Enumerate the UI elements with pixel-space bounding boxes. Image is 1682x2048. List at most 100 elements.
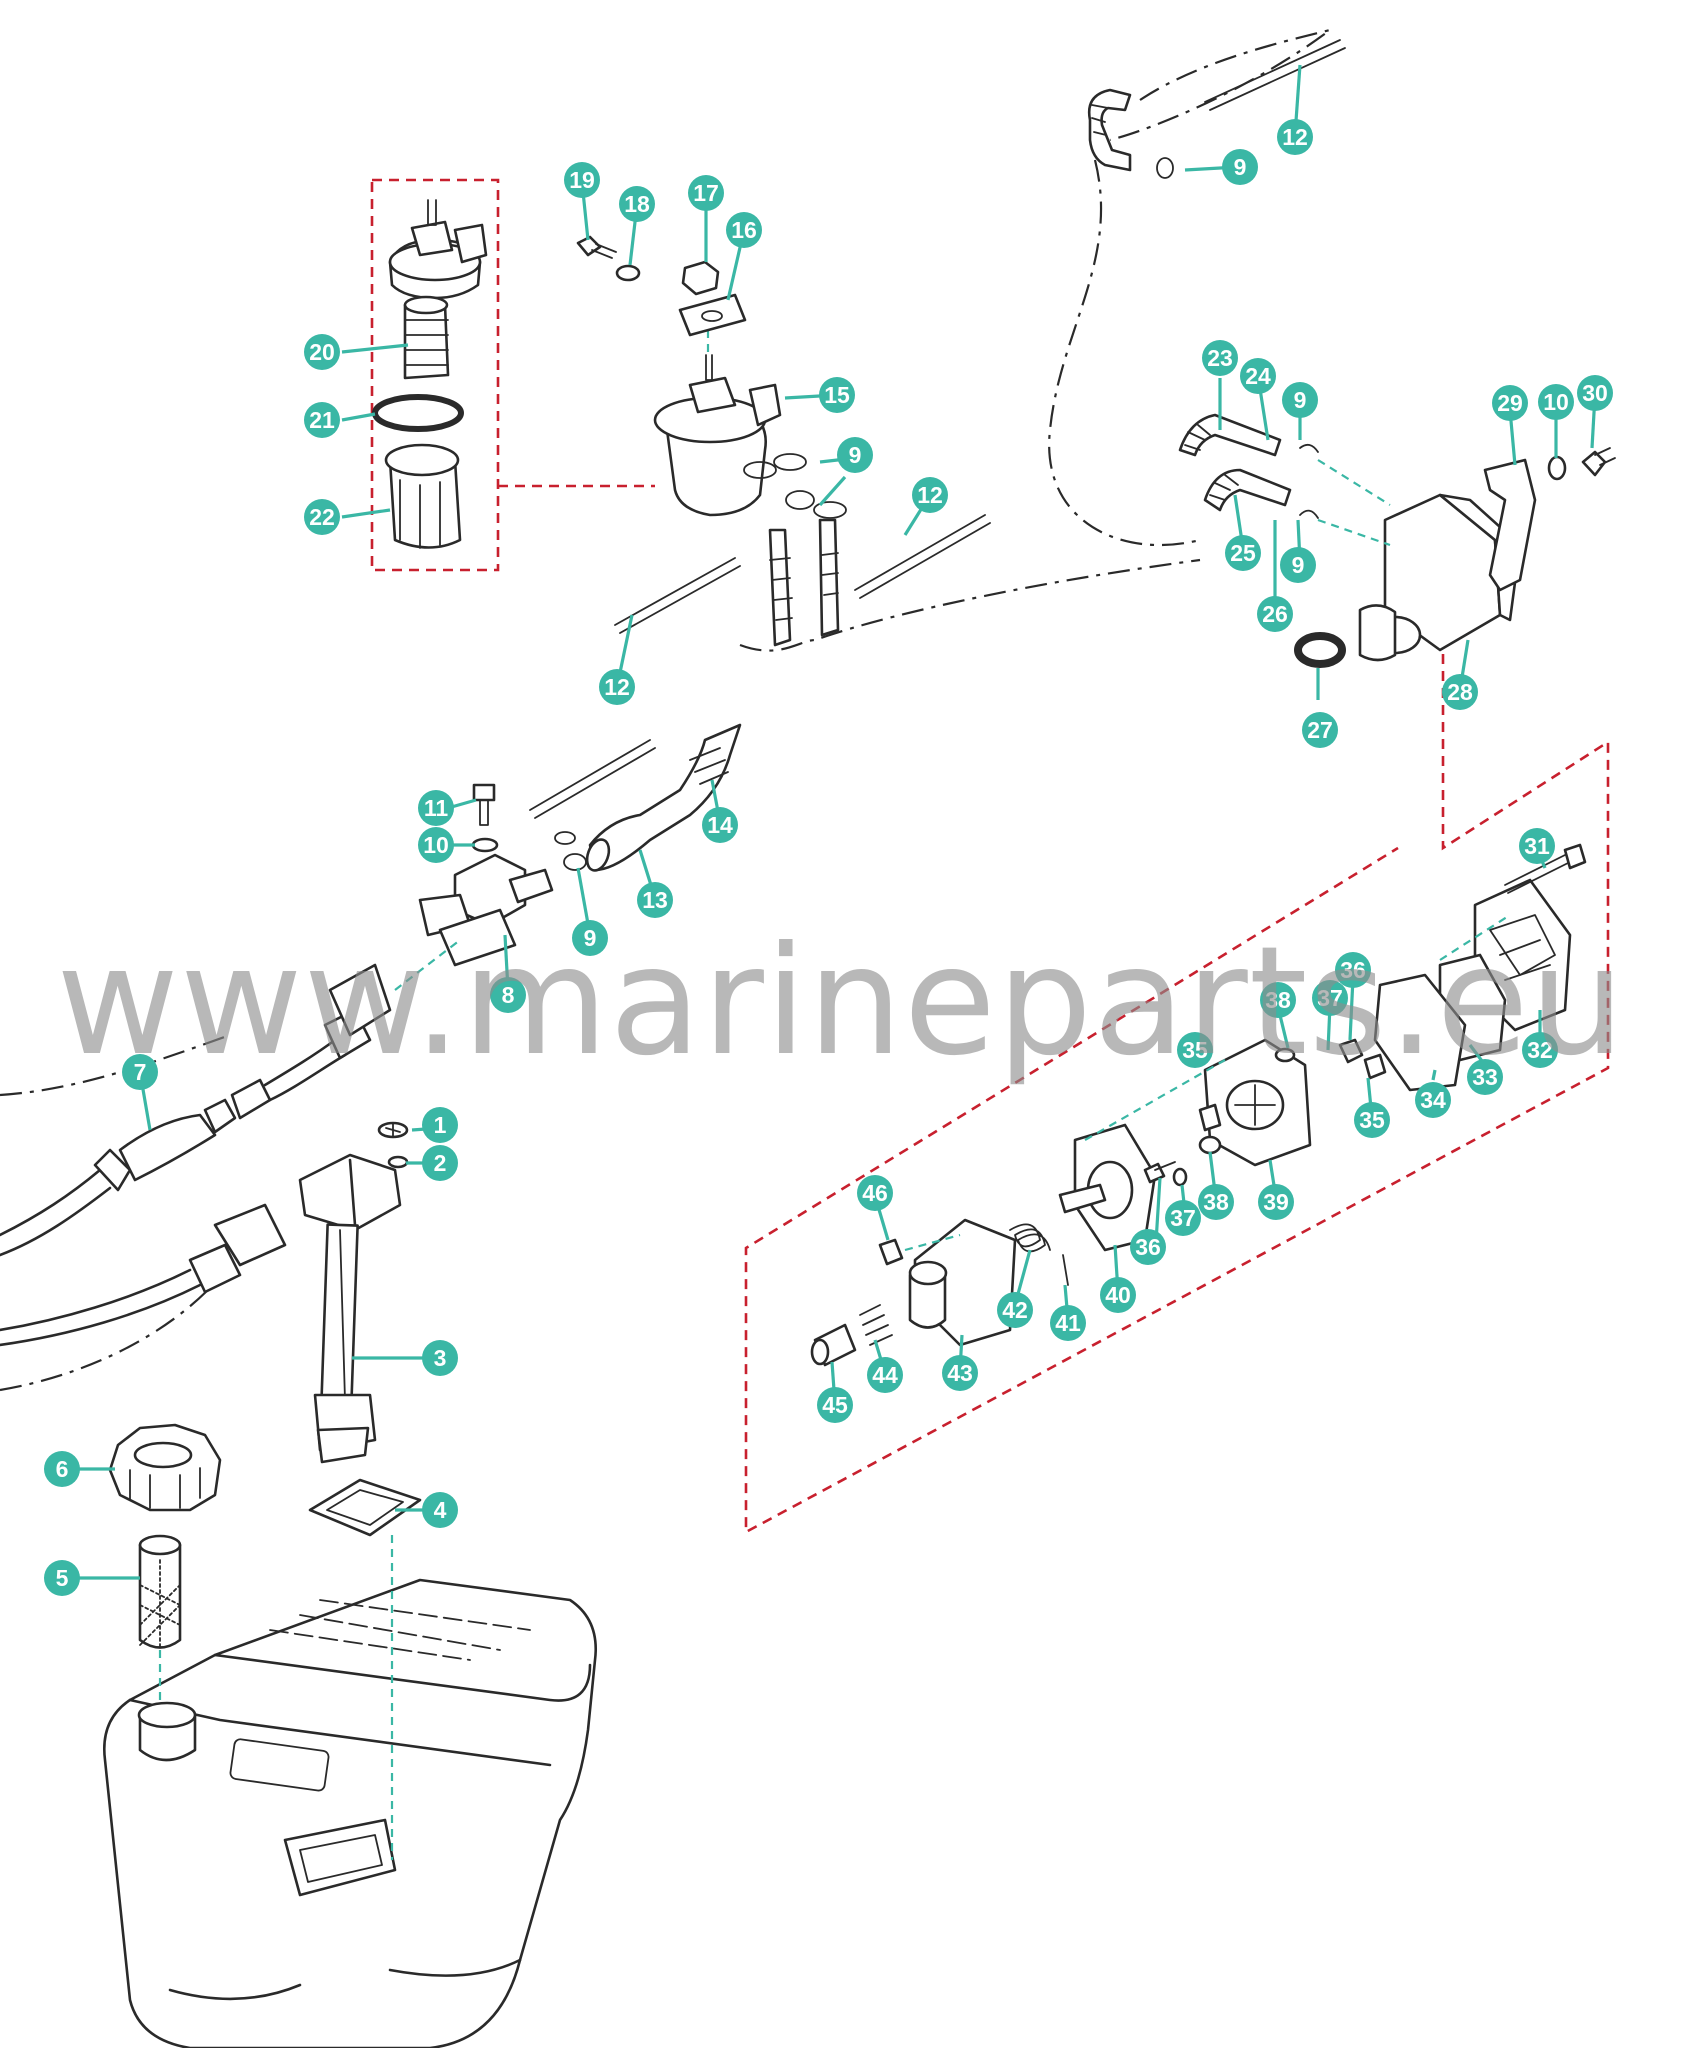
callout-35-right[interactable]: 35 — [1354, 1102, 1390, 1138]
svg-text:46: 46 — [862, 1180, 888, 1206]
callout-44[interactable]: 44 — [867, 1357, 903, 1393]
callout-37-left[interactable]: 37 — [1165, 1200, 1201, 1236]
svg-text:41: 41 — [1055, 1310, 1081, 1336]
callout-19[interactable]: 19 — [564, 162, 600, 198]
callout-35-left[interactable]: 35 — [1177, 1032, 1213, 1068]
svg-text:23: 23 — [1207, 345, 1233, 371]
callout-16[interactable]: 16 — [726, 212, 762, 248]
callout-1[interactable]: 1 — [422, 1107, 458, 1143]
primer-hose — [0, 963, 392, 1257]
callout-24[interactable]: 24 — [1240, 358, 1276, 394]
callout-8[interactable]: 8 — [490, 977, 526, 1013]
screw-36 — [1143, 1161, 1176, 1184]
pump-base-43 — [908, 1218, 1017, 1347]
callout-30[interactable]: 30 — [1577, 375, 1613, 411]
callout-13[interactable]: 13 — [637, 882, 673, 918]
svg-text:18: 18 — [624, 191, 650, 217]
svg-text:27: 27 — [1307, 717, 1333, 743]
callout-14[interactable]: 14 — [702, 807, 738, 843]
callout-9-pump-upper[interactable]: 9 — [1282, 382, 1318, 418]
bracket-29 — [1483, 458, 1537, 592]
callout-18[interactable]: 18 — [619, 186, 655, 222]
gasket-34 — [1373, 914, 1511, 1092]
svg-text:12: 12 — [917, 482, 943, 508]
callout-29[interactable]: 29 — [1492, 385, 1528, 421]
callout-12-center[interactable]: 12 — [912, 477, 948, 513]
callout-46[interactable]: 46 — [857, 1175, 893, 1211]
callout-22[interactable]: 22 — [304, 499, 340, 535]
cable-tie-center — [854, 514, 991, 599]
fuel-tank — [103, 1578, 597, 2048]
callout-39[interactable]: 39 — [1258, 1184, 1294, 1220]
svg-text:34: 34 — [1420, 1087, 1446, 1113]
callout-27[interactable]: 27 — [1302, 712, 1338, 748]
svg-text:44: 44 — [872, 1362, 898, 1388]
callout-36-right[interactable]: 36 — [1335, 952, 1371, 988]
svg-text:9: 9 — [1294, 387, 1307, 413]
fuel-pickup — [298, 1153, 402, 1464]
svg-text:36: 36 — [1340, 957, 1366, 983]
callout-31[interactable]: 31 — [1519, 828, 1555, 864]
callout-28[interactable]: 28 — [1442, 674, 1478, 710]
washer-10-right — [1547, 455, 1567, 481]
callout-2[interactable]: 2 — [422, 1145, 458, 1181]
svg-text:15: 15 — [824, 382, 850, 408]
bracket-16 — [678, 293, 747, 337]
callout-9-top[interactable]: 9 — [1222, 149, 1258, 185]
callout-12-top[interactable]: 12 — [1277, 119, 1313, 155]
callout-9-filter[interactable]: 9 — [837, 437, 873, 473]
svg-text:25: 25 — [1230, 540, 1256, 566]
callout-10-pump[interactable]: 10 — [1538, 384, 1574, 420]
svg-text:43: 43 — [947, 1360, 973, 1386]
callout-17[interactable]: 17 — [688, 175, 724, 211]
svg-text:36: 36 — [1135, 1234, 1161, 1260]
callout-45[interactable]: 45 — [817, 1387, 853, 1423]
filter-hoses — [768, 518, 840, 647]
callout-11[interactable]: 11 — [418, 790, 454, 826]
svg-text:6: 6 — [56, 1456, 69, 1482]
svg-text:35: 35 — [1182, 1037, 1208, 1063]
callout-21[interactable]: 21 — [304, 402, 340, 438]
callout-40[interactable]: 40 — [1100, 1277, 1136, 1313]
callout-23[interactable]: 23 — [1202, 340, 1238, 376]
svg-text:39: 39 — [1263, 1189, 1289, 1215]
callout-38-left[interactable]: 38 — [1198, 1184, 1234, 1220]
callout-38-right[interactable]: 38 — [1260, 982, 1296, 1018]
callout-37-right[interactable]: 37 — [1312, 980, 1348, 1016]
svg-text:45: 45 — [822, 1392, 848, 1418]
callout-36-left[interactable]: 36 — [1130, 1229, 1166, 1265]
callout-9-pump-lower[interactable]: 9 — [1280, 547, 1316, 583]
callout-32[interactable]: 32 — [1522, 1032, 1558, 1068]
valves-35-38 — [1172, 1038, 1387, 1187]
callout-9-connector[interactable]: 9 — [572, 920, 608, 956]
svg-text:30: 30 — [1582, 380, 1608, 406]
callout-4[interactable]: 4 — [422, 1492, 458, 1528]
bolt-11 — [471, 783, 587, 871]
callout-33[interactable]: 33 — [1467, 1059, 1503, 1095]
callout-20[interactable]: 20 — [304, 334, 340, 370]
guide-lines-pump-kit — [904, 1059, 1226, 1252]
svg-text:13: 13 — [642, 887, 668, 913]
callout-42[interactable]: 42 — [997, 1292, 1033, 1328]
callout-12-left[interactable]: 12 — [599, 669, 635, 705]
callout-10-connector[interactable]: 10 — [418, 827, 454, 863]
svg-text:12: 12 — [604, 674, 630, 700]
svg-text:37: 37 — [1170, 1205, 1196, 1231]
callout-15[interactable]: 15 — [819, 377, 855, 413]
svg-text:24: 24 — [1245, 363, 1271, 389]
callout-6[interactable]: 6 — [44, 1451, 80, 1487]
pin-41 — [1062, 1254, 1069, 1286]
callout-43[interactable]: 43 — [942, 1355, 978, 1391]
callout-3[interactable]: 3 — [422, 1340, 458, 1376]
svg-text:3: 3 — [434, 1345, 447, 1371]
bolt-31 — [1504, 843, 1587, 894]
callout-5[interactable]: 5 — [44, 1560, 80, 1596]
svg-text:33: 33 — [1472, 1064, 1498, 1090]
callout-26[interactable]: 26 — [1257, 596, 1293, 632]
callout-25[interactable]: 25 — [1225, 535, 1261, 571]
callout-41[interactable]: 41 — [1050, 1305, 1086, 1341]
callout-7[interactable]: 7 — [122, 1054, 158, 1090]
svg-text:22: 22 — [309, 504, 335, 530]
callout-34[interactable]: 34 — [1415, 1082, 1451, 1118]
